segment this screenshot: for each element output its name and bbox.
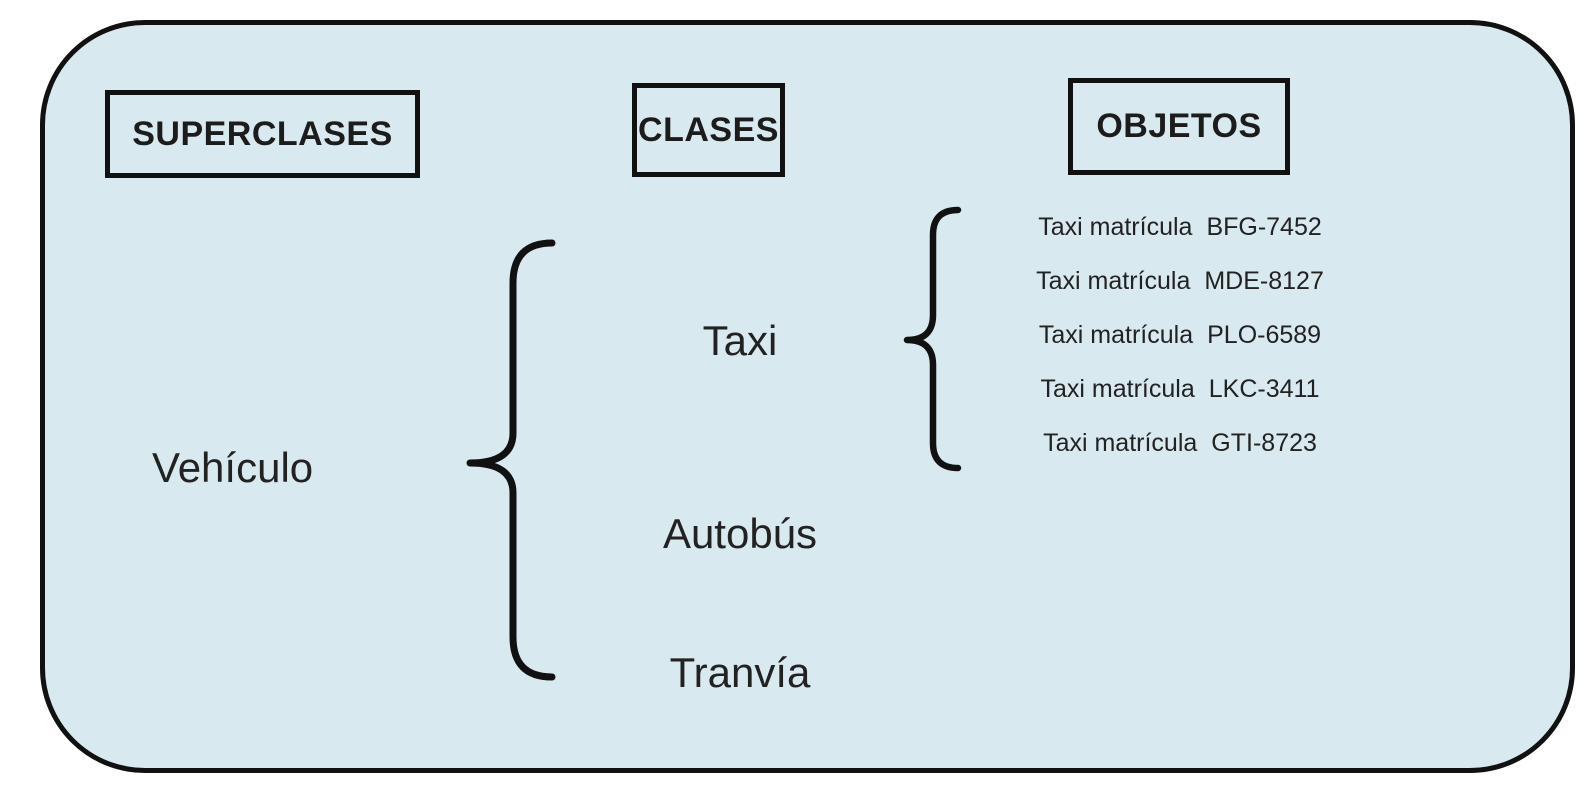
objetos-header-label: OBJETOS: [1096, 107, 1262, 145]
object-name: Taxi matrícula: [1043, 428, 1198, 457]
superclases-header-label: SUPERCLASES: [132, 114, 393, 153]
object-item: Taxi matrícula LKC-3411: [985, 362, 1375, 416]
objetos-header-box: OBJETOS: [1068, 78, 1290, 175]
object-name: Taxi matrícula: [1036, 266, 1191, 295]
taxi-objects-brace-icon: [903, 206, 962, 472]
object-item: Taxi matrícula PLO-6589: [985, 308, 1375, 362]
class-autobus-label: Autobús: [662, 510, 818, 557]
objects-list: Taxi matrícula BFG-7452 Taxi matrícula M…: [985, 200, 1375, 470]
class-taxi-label: Taxi: [702, 317, 778, 364]
vehiculo-classes-brace-icon: [466, 239, 556, 681]
object-item: Taxi matrícula BFG-7452: [985, 200, 1375, 254]
object-name: Taxi matrícula: [1040, 374, 1195, 403]
object-name: Taxi matrícula: [1038, 320, 1194, 349]
object-plate: PLO-6589: [1207, 320, 1322, 349]
object-item: Taxi matrícula MDE-8127: [985, 254, 1375, 308]
object-plate: GTI-8723: [1211, 428, 1317, 457]
object-name: Taxi matrícula: [1038, 212, 1193, 241]
object-plate: BFG-7452: [1206, 212, 1322, 241]
superclases-header-box: SUPERCLASES: [105, 90, 420, 178]
superclass-vehiculo-label: Vehículo: [152, 444, 314, 491]
class-tranvia-label: Tranvía: [669, 649, 811, 696]
object-plate: MDE-8127: [1204, 266, 1324, 295]
object-plate: LKC-3411: [1208, 374, 1320, 403]
object-item: Taxi matrícula GTI-8723: [985, 416, 1375, 470]
clases-header-label: CLASES: [638, 110, 779, 149]
clases-header-box: CLASES: [632, 83, 785, 177]
